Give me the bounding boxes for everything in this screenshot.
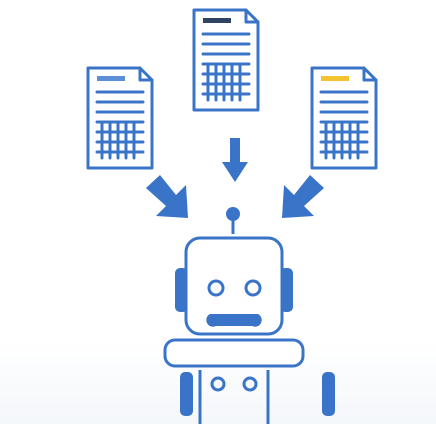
arrow-icon-right: [282, 175, 324, 218]
document-icon-right: [310, 66, 378, 170]
document-icon-left: [86, 66, 154, 170]
robot-icon: [163, 207, 335, 424]
arrow-icon-left: [146, 175, 188, 218]
arrow-icon-down: [222, 138, 248, 182]
document-icon-top: [192, 8, 260, 112]
